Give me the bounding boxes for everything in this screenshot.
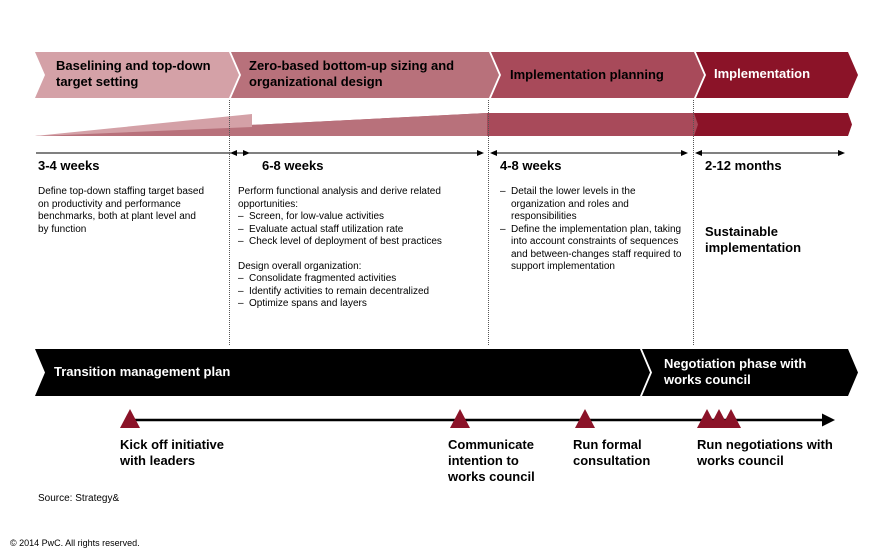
col2-item: Identify activities to remain decentrali… xyxy=(238,286,478,299)
col2-block: Perform functional analysis and derive r… xyxy=(238,186,478,311)
source-note: Source: Strategy& xyxy=(38,493,120,504)
phase-title-2: Zero-based bottom-up sizing and organiza… xyxy=(249,58,455,89)
milestone-label-3: Run formal consultation xyxy=(573,437,651,468)
phase-title-3: Implementation planning xyxy=(510,67,664,82)
col1-text: Define top-down staffing target based on… xyxy=(38,186,205,235)
phase-chevron-3 xyxy=(491,52,704,98)
copyright-note: © 2014 PwC. All rights reserved. xyxy=(10,538,140,548)
milestone-label-2: Communicate intention to works council xyxy=(448,437,535,484)
phase-divider-1 xyxy=(229,100,230,345)
transition-bar xyxy=(35,349,650,396)
duration-4: 2-12 months xyxy=(705,158,782,173)
phase-chevron-1 xyxy=(35,52,239,98)
milestone-label-4: Run negotiations with works council xyxy=(697,437,833,468)
col3-item: Define the implementation plan, taking i… xyxy=(500,224,682,274)
phase-chevron-2 xyxy=(231,52,499,98)
duration-1: 3-4 weeks xyxy=(38,158,100,173)
milestone-marker-1 xyxy=(120,409,140,428)
col2-item: Optimize spans and layers xyxy=(238,298,478,311)
duration-3: 4-8 weeks xyxy=(500,158,562,173)
duration-2: 6-8 weeks xyxy=(262,158,324,173)
col2-item: Consolidate fragmented activities xyxy=(238,273,478,286)
col2-item: Screen, for low-value activities xyxy=(238,211,478,224)
col2-item: Evaluate actual staff utilization rate xyxy=(238,224,478,237)
transition-bar-label: Transition management plan xyxy=(54,364,231,379)
milestone-label-1: Kick off initiative with leaders xyxy=(120,437,225,468)
phase-title-4: Implementation xyxy=(714,66,811,81)
phase-title-1: Baselining and top-down target setting xyxy=(56,58,211,89)
col2-intro2: Design overall organization: xyxy=(238,260,362,272)
phase-chevron-4 xyxy=(696,52,858,98)
milestone-marker-2 xyxy=(450,409,470,428)
col3-item: Detail the lower levels in the organizat… xyxy=(500,186,682,224)
milestone-marker-4c xyxy=(721,409,741,428)
milestone-marker-3 xyxy=(575,409,595,428)
col3-block: Detail the lower levels in the organizat… xyxy=(500,186,682,274)
phase-divider-3 xyxy=(693,100,694,345)
timeline-arrowhead xyxy=(822,413,835,427)
col4-text: Sustainable implementation xyxy=(705,224,802,255)
wedge-band-1 xyxy=(35,114,252,136)
negotiation-bar xyxy=(642,349,858,396)
col2-item: Check level of deployment of best practi… xyxy=(238,236,478,249)
negotiation-bar-label: Negotiation phase with works council xyxy=(664,356,807,387)
phase-divider-2 xyxy=(488,100,489,345)
col2-intro: Perform functional analysis and derive r… xyxy=(238,186,441,210)
